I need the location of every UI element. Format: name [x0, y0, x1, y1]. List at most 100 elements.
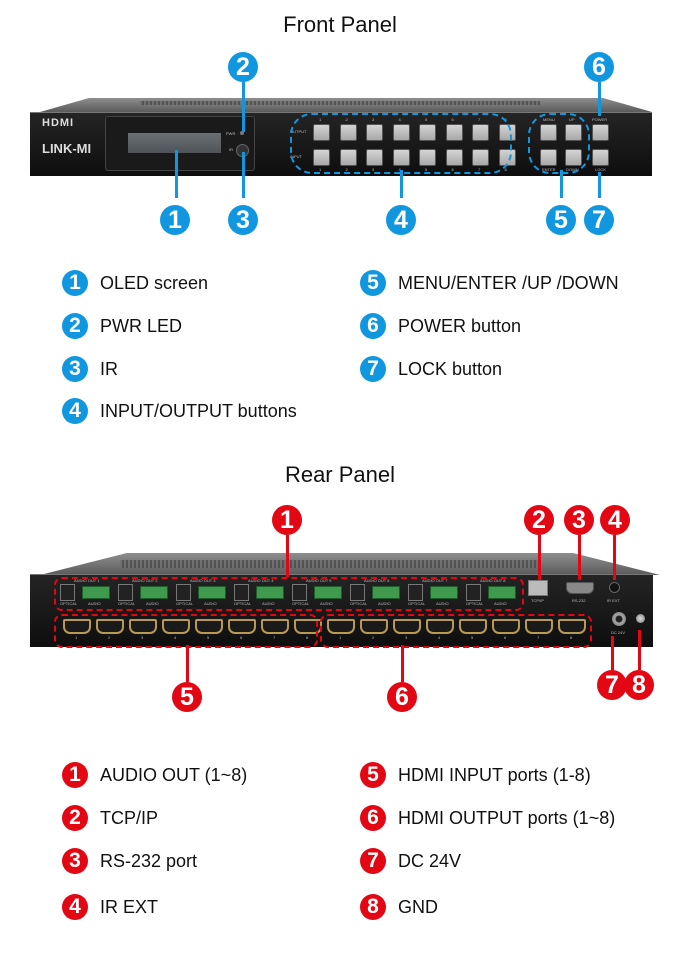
callout-badge-7: 7	[597, 670, 627, 700]
output-button-5[interactable]	[419, 124, 436, 141]
hdmi-input-number: 3	[141, 635, 144, 640]
legend-item: 2 TCP/IP	[62, 805, 158, 831]
legend-badge: 4	[62, 894, 88, 920]
input-number-label: 4	[399, 167, 401, 172]
input-button-7[interactable]	[472, 149, 489, 166]
output-button-2[interactable]	[339, 124, 357, 141]
audio-label: AUDIO	[494, 601, 507, 606]
output-button-1[interactable]	[313, 124, 330, 141]
hdmi-output-port-4	[426, 619, 454, 634]
legend-badge: 8	[360, 894, 386, 920]
hdmi-output-number: 8	[570, 635, 573, 640]
callout-badge-5: 5	[546, 205, 576, 235]
audio-out-label: AUDIO OUT 1	[74, 578, 100, 583]
optical-port	[118, 584, 133, 601]
input-button-2[interactable]	[339, 149, 357, 166]
hdmi-input-highlight	[54, 614, 318, 648]
legend-label: PWR LED	[100, 315, 183, 336]
callout-badge-3: 3	[564, 505, 594, 535]
tcpip-label: TCP/IP	[531, 598, 544, 603]
input-button-3[interactable]	[366, 149, 383, 166]
hdmi-output-port-2	[360, 619, 388, 634]
leader-1	[175, 150, 178, 198]
output-number-label: 6	[451, 117, 454, 122]
legend-label: DC 24V	[398, 850, 462, 871]
leader-5	[560, 170, 563, 198]
leader-7	[611, 636, 614, 670]
lock-button[interactable]	[592, 149, 609, 166]
pwr-led	[240, 131, 244, 135]
input-button-4[interactable]	[392, 149, 410, 166]
hdmi-input-number: 7	[273, 635, 276, 640]
audio-terminal-block	[314, 586, 342, 599]
power-button[interactable]	[592, 124, 609, 141]
pwr-label: PWR	[226, 131, 236, 136]
leader-4	[400, 170, 403, 198]
audio-terminal-block	[372, 586, 400, 599]
legend-item: 2 PWR LED	[62, 313, 182, 339]
callout-badge-2: 2	[228, 52, 258, 82]
output-button-6[interactable]	[445, 124, 463, 141]
leader-3	[242, 152, 245, 198]
leader-4	[613, 535, 616, 580]
output-button-3[interactable]	[366, 124, 383, 141]
legend-badge: 4	[62, 398, 88, 424]
audio-out-label: AUDIO OUT 4	[248, 578, 274, 583]
legend-item: 4 IR EXT	[62, 894, 158, 920]
optical-label: OPTICAL	[292, 601, 310, 606]
legend-label: GND	[398, 896, 438, 917]
callout-badge-7: 7	[584, 205, 614, 235]
input-number-label: 2	[345, 167, 348, 172]
vent-grille	[140, 101, 540, 105]
output-number-label: 7	[478, 117, 481, 122]
legend-badge: 2	[62, 805, 88, 831]
input-button-1[interactable]	[313, 149, 330, 166]
hdmi-logo: HDMI	[42, 117, 75, 129]
output-button-4[interactable]	[392, 124, 410, 141]
oled-screen	[128, 133, 221, 153]
input-button-5[interactable]	[419, 149, 436, 166]
input-number-label: 6	[451, 167, 454, 172]
hdmi-input-number: 1	[75, 635, 78, 640]
optical-port	[176, 584, 191, 601]
lock-label: LOCK	[595, 167, 606, 172]
legend-badge: 7	[360, 356, 386, 382]
legend-item: 6 HDMI OUTPUT ports (1~8)	[360, 805, 615, 831]
legend-label: INPUT/OUTPUT buttons	[100, 400, 297, 421]
leader-8	[638, 630, 641, 670]
db9-port	[566, 582, 594, 594]
legend-badge: 1	[62, 762, 88, 788]
hdmi-input-port-7	[261, 619, 289, 634]
audio-label: AUDIO	[204, 601, 217, 606]
optical-label: OPTICAL	[234, 601, 252, 606]
callout-badge-6: 6	[387, 682, 417, 712]
legend-label: POWER button	[398, 315, 522, 336]
legend-item: 5 MENU/ENTER /UP /DOWN	[360, 270, 619, 296]
callout-badge-5: 5	[172, 682, 202, 712]
legend-item: 6 POWER button	[360, 313, 521, 339]
legend-item: 1 AUDIO OUT (1~8)	[62, 762, 247, 788]
audio-terminal-block	[198, 586, 226, 599]
leader-1	[286, 535, 289, 577]
output-button-7[interactable]	[472, 124, 489, 141]
input-button-6[interactable]	[445, 149, 463, 166]
legend-badge: 6	[360, 805, 386, 831]
optical-label: OPTICAL	[60, 601, 78, 606]
rj45-port	[528, 580, 548, 596]
ir-ext-label: IR EXT	[607, 598, 620, 603]
legend-badge: 5	[360, 270, 386, 296]
hdmi-input-number: 4	[174, 635, 177, 640]
callout-badge-4: 4	[600, 505, 630, 535]
legend-label: IR EXT	[100, 896, 159, 917]
hdmi-output-number: 6	[504, 635, 507, 640]
output-number-label: 2	[345, 117, 348, 122]
hdmi-output-port-7	[525, 619, 553, 634]
output-number-label: 5	[425, 117, 428, 122]
audio-terminal-block	[256, 586, 284, 599]
front-panel-title: Front Panel	[283, 12, 397, 37]
ir-ext-jack	[609, 582, 620, 593]
legend-label: AUDIO OUT (1~8)	[100, 764, 248, 785]
rs232-label: RS-232	[572, 598, 586, 603]
audio-out-label: AUDIO OUT 6	[364, 578, 390, 583]
hdmi-output-number: 3	[405, 635, 408, 640]
